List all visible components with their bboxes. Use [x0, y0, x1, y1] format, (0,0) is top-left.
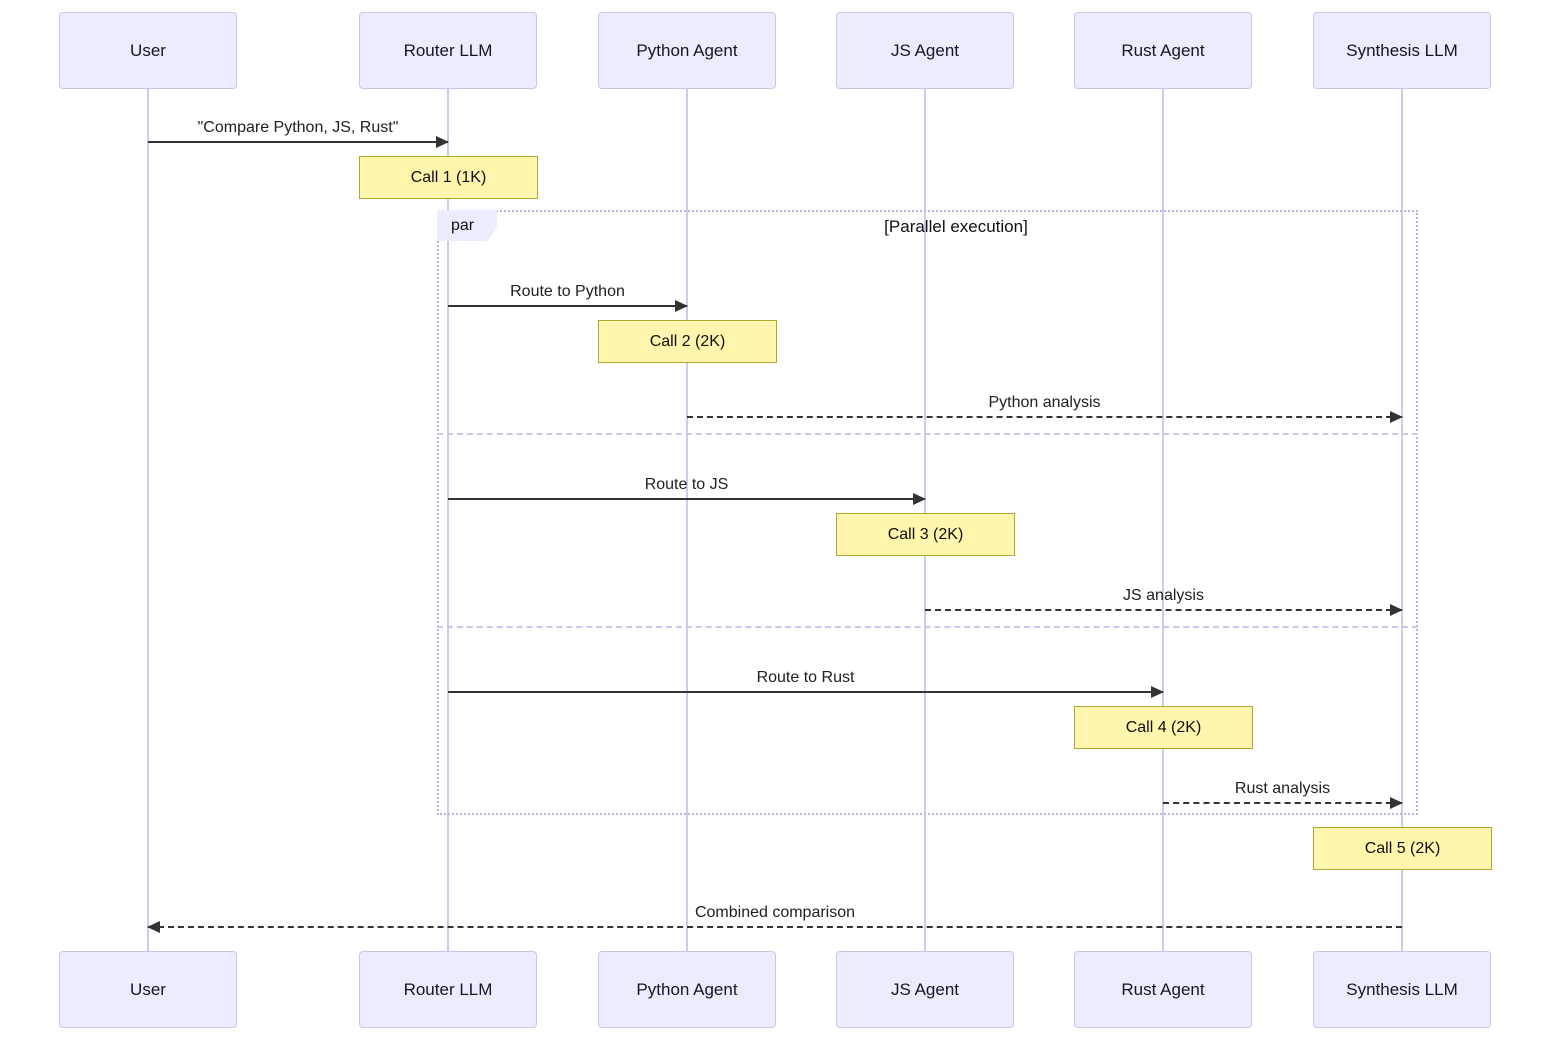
message-rust-analysis: Rust analysis	[1163, 773, 1403, 809]
arrow-head-icon	[436, 136, 449, 148]
note-call-5: Call 5 (2K)	[1313, 827, 1492, 870]
note-call-2: Call 2 (2K)	[598, 320, 777, 363]
participant-python-agent-bottom: Python Agent	[598, 951, 776, 1028]
participant-synthesis-llm-bottom: Synthesis LLM	[1313, 951, 1491, 1028]
participant-router-llm-top: Router LLM	[359, 12, 537, 89]
participant-synthesis-llm-top: Synthesis LLM	[1313, 12, 1491, 89]
message-label: Rust analysis	[1234, 780, 1331, 797]
par-label-text: par	[451, 216, 475, 234]
lifeline-synthesis-llm	[1401, 89, 1403, 951]
arrow-head-icon	[1390, 411, 1403, 423]
arrow-head-icon	[147, 921, 160, 933]
note-call-1: Call 1 (1K)	[359, 156, 538, 199]
arrow-head-icon	[1151, 686, 1164, 698]
message-route-to-rust: Route to Rust	[448, 662, 1164, 698]
message-js-analysis: JS analysis	[925, 580, 1403, 616]
participant-user-bottom: User	[59, 951, 237, 1028]
par-label: par	[437, 210, 497, 241]
message-line	[1163, 802, 1402, 804]
participant-python-agent-top: Python Agent	[598, 12, 776, 89]
participant-js-agent-bottom: JS Agent	[836, 951, 1014, 1028]
message-label: Python analysis	[988, 394, 1101, 411]
par-condition-label: [Parallel execution]	[884, 217, 1028, 236]
lifeline-user	[147, 89, 149, 951]
message-combined-comparison: Combined comparison	[147, 897, 1402, 933]
participant-rust-agent-top: Rust Agent	[1074, 12, 1252, 89]
message-route-to-js: Route to JS	[448, 469, 926, 505]
message-line	[148, 141, 448, 143]
participant-router-llm-bottom: Router LLM	[359, 951, 537, 1028]
message-label: Combined comparison	[694, 904, 856, 921]
message-label: Route to Python	[510, 283, 625, 300]
lifeline-python-agent	[686, 89, 688, 951]
message-line	[925, 609, 1402, 611]
par-frame	[437, 210, 1418, 815]
message-label: JS analysis	[1123, 587, 1204, 604]
message-label: Route to JS	[644, 476, 729, 493]
message-line	[448, 498, 925, 500]
participant-rust-agent-bottom: Rust Agent	[1074, 951, 1252, 1028]
arrow-head-icon	[1390, 604, 1403, 616]
message-line	[448, 305, 687, 307]
message-line	[687, 416, 1402, 418]
message-line	[148, 926, 1402, 928]
par-divider-1	[437, 433, 1418, 435]
participant-js-agent-top: JS Agent	[836, 12, 1014, 89]
note-call-3: Call 3 (2K)	[836, 513, 1015, 556]
message-compare-request: "Compare Python, JS, Rust"	[148, 112, 449, 148]
arrow-head-icon	[913, 493, 926, 505]
arrow-head-icon	[1390, 797, 1403, 809]
message-route-to-python: Route to Python	[448, 276, 688, 312]
participant-user-top: User	[59, 12, 237, 89]
message-line	[448, 691, 1163, 693]
message-python-analysis: Python analysis	[687, 387, 1403, 423]
message-label: Route to Rust	[756, 669, 855, 686]
arrow-head-icon	[675, 300, 688, 312]
lifeline-router-llm	[447, 89, 449, 951]
note-call-4: Call 4 (2K)	[1074, 706, 1253, 749]
par-divider-2	[437, 626, 1418, 628]
message-label: "Compare Python, JS, Rust"	[197, 119, 399, 136]
lifeline-rust-agent	[1162, 89, 1164, 951]
